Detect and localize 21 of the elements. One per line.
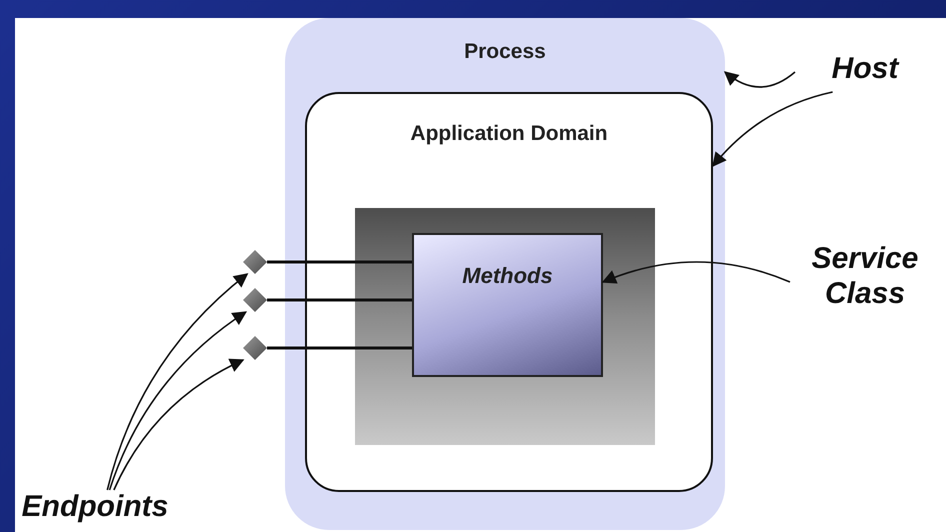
leader-arrow (712, 91, 833, 168)
endpoint-diamond (243, 288, 267, 312)
connector-line (267, 346, 412, 350)
framework-box (355, 208, 655, 445)
endpoint-diamond (243, 336, 267, 360)
box-title: Application Domain (410, 121, 608, 147)
leader-arrow (724, 71, 796, 88)
leader-arrow (108, 311, 247, 490)
domain-box (305, 92, 713, 492)
service-class-label: Service Class (790, 242, 940, 322)
endpoint-diamond (243, 250, 267, 274)
box-title: Process (464, 40, 546, 64)
leader-arrow (602, 261, 790, 284)
endpoints-label: Endpoints (20, 490, 170, 528)
connector-line (267, 298, 412, 302)
leader-arrow (106, 273, 248, 490)
leader-arrow (113, 359, 244, 490)
class-box: Methods (412, 233, 603, 377)
connector-line (267, 260, 412, 264)
host-label: Host (795, 52, 935, 92)
process-box (285, 18, 725, 530)
